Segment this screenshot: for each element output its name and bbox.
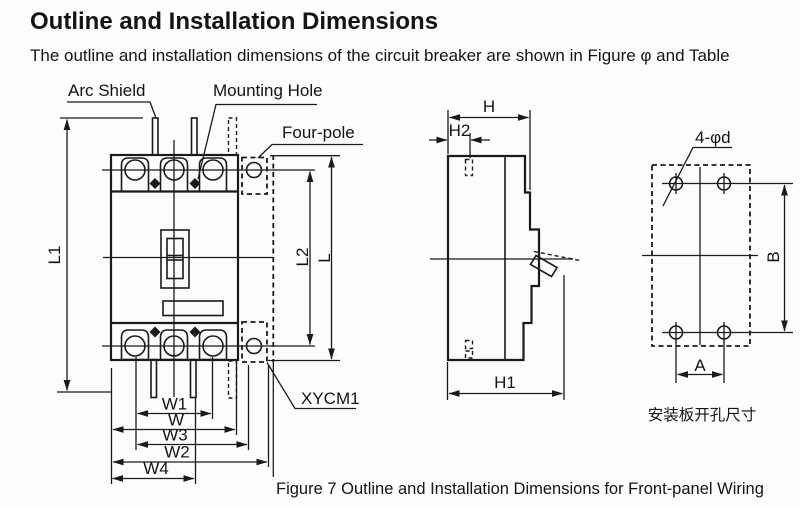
terminal-hole bbox=[202, 159, 224, 181]
arc-shield-tab bbox=[190, 117, 198, 156]
nameplate bbox=[162, 300, 224, 317]
terminal-hole bbox=[124, 159, 146, 181]
dim-h-label: H bbox=[483, 97, 495, 116]
dim-w3: W3 bbox=[137, 426, 248, 448]
terminal-pocket bbox=[159, 157, 189, 193]
model-label: XYCM1 bbox=[301, 389, 360, 408]
hidden-mounting-hole bbox=[464, 158, 474, 177]
dim-l: L bbox=[268, 155, 340, 362]
hole-size-label: 4-φd bbox=[695, 128, 731, 147]
side-body bbox=[446, 154, 581, 362]
callout-four-pole: Four-pole bbox=[257, 123, 363, 159]
terminal-hole bbox=[163, 335, 185, 357]
dim-a-label: A bbox=[694, 356, 706, 375]
dim-h2-label: H2 bbox=[449, 121, 471, 140]
four-pole-dashed bbox=[227, 117, 275, 399]
dim-h1-label: H1 bbox=[494, 373, 516, 392]
terminal-pocket bbox=[120, 329, 150, 361]
bottom-tab bbox=[150, 358, 158, 399]
dim-l-label: L bbox=[315, 253, 334, 262]
w-extension-lines bbox=[110, 357, 274, 484]
terminal-pocket bbox=[198, 157, 228, 193]
dim-w3-label: W3 bbox=[162, 426, 188, 445]
mounting-hole-label: Mounting Hole bbox=[213, 81, 323, 100]
drill-holes bbox=[668, 173, 732, 343]
terminal-hole bbox=[202, 335, 224, 357]
mounting-hole-diamond bbox=[189, 326, 201, 338]
callout-hole-size: 4-φd bbox=[662, 128, 732, 207]
dim-h: H bbox=[447, 97, 531, 190]
front-centerlines bbox=[102, 140, 315, 397]
drilling-view: 4-φd B A 安装板开孔尺寸 bbox=[642, 128, 793, 424]
drilling-caption: 安装板开孔尺寸 bbox=[648, 406, 757, 424]
hidden-mounting-hole bbox=[464, 339, 474, 350]
terminal-hole bbox=[245, 161, 263, 179]
dim-b-label: B bbox=[764, 251, 783, 262]
side-view: H H2 H1 bbox=[429, 97, 581, 400]
arc-shield-label: Arc Shield bbox=[68, 81, 145, 100]
dim-w1-label: W1 bbox=[162, 395, 188, 414]
terminal-hole bbox=[245, 337, 263, 355]
dim-h1: H1 bbox=[446, 275, 565, 400]
callout-arc-shield: Arc Shield bbox=[67, 81, 157, 119]
terminal-hole bbox=[163, 159, 185, 181]
handle bbox=[160, 229, 190, 289]
dim-l1: L1 bbox=[45, 117, 143, 393]
toggle-lever bbox=[529, 254, 559, 278]
dim-w2-label: W2 bbox=[164, 443, 190, 462]
breaker-body bbox=[109, 117, 240, 399]
dim-w1: W1 bbox=[137, 395, 212, 417]
mounting-hole-diamond bbox=[189, 178, 201, 189]
dim-w4: W4 bbox=[112, 459, 195, 482]
bottom-tab bbox=[189, 358, 197, 399]
terminal-pocket bbox=[159, 329, 189, 361]
page-title: Outline and Installation Dimensions bbox=[30, 8, 438, 35]
terminal-pocket bbox=[198, 329, 228, 361]
dim-b: B bbox=[764, 184, 788, 332]
terminal-pocket bbox=[120, 157, 150, 193]
header: Outline and Installation Dimensions The … bbox=[30, 8, 730, 65]
figure-caption: Figure 7 Outline and Installation Dimens… bbox=[276, 480, 764, 498]
dim-l2-label: L2 bbox=[293, 248, 312, 267]
callout-mounting-hole: Mounting Hole bbox=[197, 81, 323, 180]
dim-w2: W2 bbox=[112, 443, 268, 466]
dim-w: W bbox=[112, 411, 236, 433]
front-view: L1 L2 L W1 W bbox=[45, 81, 363, 484]
dim-a: A bbox=[675, 341, 725, 383]
dim-w4-label: W4 bbox=[143, 459, 169, 478]
arc-shield-tab bbox=[151, 117, 159, 156]
hidden-mounting-hole bbox=[464, 350, 474, 359]
toggle-lever-alt-position bbox=[533, 250, 581, 262]
four-pole-label: Four-pole bbox=[282, 123, 355, 142]
dim-l2: L2 bbox=[293, 171, 314, 345]
mounting-hole-diamond bbox=[149, 178, 161, 189]
mounting-hole-diamond bbox=[149, 326, 161, 338]
dim-w-label: W bbox=[168, 411, 184, 430]
callout-model: XYCM1 bbox=[266, 362, 360, 410]
dim-l1-label: L1 bbox=[45, 246, 64, 265]
page-subtitle: The outline and installation dimensions … bbox=[30, 46, 730, 65]
terminal-hole bbox=[124, 335, 146, 357]
dim-h2: H2 bbox=[429, 121, 490, 158]
